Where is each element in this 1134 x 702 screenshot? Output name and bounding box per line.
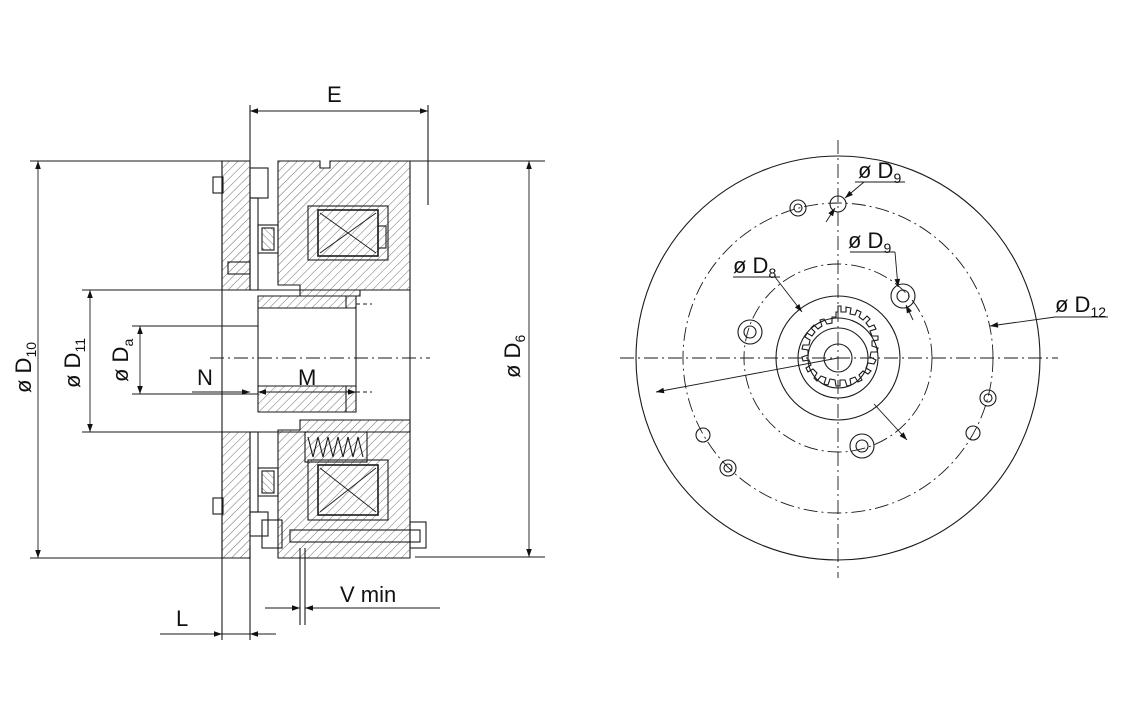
dim-D11: ø D11 (60, 289, 222, 433)
dim-D6: ø D6 (500, 161, 532, 557)
outer-circle (635, 155, 1041, 561)
inner-bolt-holes (737, 283, 916, 459)
label-D8: ø D8 (733, 253, 776, 281)
dim-Da: ø Da (108, 325, 258, 395)
label-D10: ø D10 (11, 342, 39, 393)
magnet-body-upper (277, 160, 411, 297)
label-M: M (298, 365, 316, 390)
bolt-pitch-circle-outer (682, 202, 994, 514)
dim-L: L (160, 606, 276, 637)
label-D9-outer: ø D9 (858, 158, 901, 186)
dim-N-M: N M (192, 365, 356, 395)
spline-teeth (801, 305, 879, 387)
dim-D10: ø D10 (11, 161, 41, 558)
label-D12: ø D12 (1055, 292, 1106, 320)
label-D9-inner: ø D9 (848, 228, 891, 256)
label-N: N (197, 365, 213, 390)
label-E: E (327, 82, 342, 107)
label-Vmin: V min (340, 582, 396, 607)
outer-bolt-holes (695, 195, 997, 477)
label-D6: ø D6 (500, 335, 528, 378)
dim-E: E (250, 82, 428, 114)
label-Da: ø Da (108, 339, 136, 382)
magnet-body-lower (277, 419, 411, 559)
coil-lower (317, 464, 379, 516)
section-view (30, 105, 545, 640)
flange-plate (221, 160, 251, 291)
bolt-pitch-circle-inner (743, 263, 933, 453)
dim-Vmin: V min (265, 582, 440, 611)
front-view: ø D9 ø D9 ø D8 ø D12 (620, 140, 1108, 578)
hub-upper (257, 295, 357, 309)
label-L: L (176, 606, 188, 631)
label-D11: ø D11 (60, 338, 88, 388)
spring (307, 436, 364, 458)
